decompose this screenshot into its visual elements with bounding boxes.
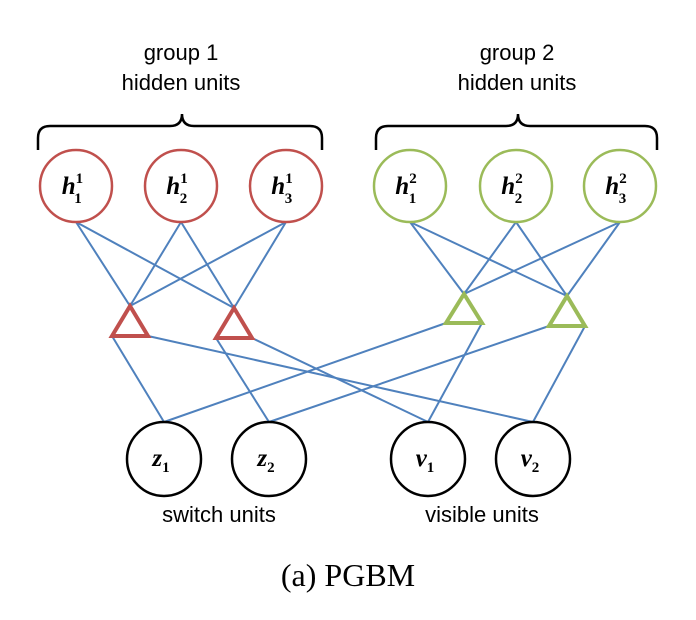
connection-line	[566, 221, 621, 297]
unit-superscript: 2	[619, 171, 627, 187]
connection-line	[111, 335, 165, 423]
switch-units-label: switch units	[162, 502, 276, 527]
hidden-unit-circle	[38, 148, 114, 224]
connection-line	[75, 221, 235, 309]
unit-base: z	[256, 445, 267, 472]
unit-subscript: 1	[162, 460, 170, 476]
connection-line	[215, 337, 270, 423]
svg-text:h22: h2 2	[501, 171, 522, 207]
svg-text:h11: h1 1	[62, 171, 83, 207]
group1-brace	[36, 113, 324, 150]
visible-units-label: visible units	[425, 502, 539, 527]
svg-text:z2: z2	[256, 445, 274, 476]
switch-unit-circle	[125, 420, 203, 498]
unit-base: v	[416, 445, 428, 472]
unit-superscript: 1	[285, 171, 293, 187]
hidden-unit-h1-1: h1 1	[38, 148, 114, 224]
group1-subtitle: hidden units	[122, 70, 241, 95]
visible-unit-v1: v1	[389, 420, 467, 498]
hidden-unit-h1-2: h1 2	[143, 148, 219, 224]
connection-line	[268, 325, 550, 423]
connection-line	[463, 221, 517, 295]
unit-superscript: 1	[76, 171, 83, 187]
connection-line	[75, 221, 131, 307]
group2-brace	[374, 113, 659, 150]
unit-subscript: 2	[180, 191, 188, 207]
group2-title: group 2	[480, 40, 555, 65]
group2-triangle-2	[545, 292, 589, 328]
unit-superscript: 1	[180, 171, 188, 187]
hidden-unit-h2-2: h2 2	[478, 148, 554, 224]
unit-subscript: 1	[74, 191, 82, 207]
connection-line	[409, 221, 465, 295]
unit-subscript: 3	[619, 191, 627, 207]
unit-subscript: 1	[427, 460, 435, 476]
figure-caption: (a) PGBM	[281, 557, 415, 593]
unit-base: h	[605, 173, 619, 200]
group1-triangle-2	[212, 304, 256, 340]
visible-unit-circle	[494, 420, 572, 498]
svg-text:v1: v1	[416, 445, 435, 476]
unit-base: z	[151, 445, 162, 472]
hidden-unit-h2-3: h2 3	[582, 148, 658, 224]
unit-subscript: 3	[285, 191, 293, 207]
hidden-unit-circle	[143, 148, 219, 224]
group2-subtitle: hidden units	[458, 70, 577, 95]
hidden-unit-circle	[372, 148, 448, 224]
hidden-unit-h2-1: h2 1	[372, 148, 448, 224]
unit-subscript: 2	[532, 460, 540, 476]
switch-unit-z2: z2	[230, 420, 308, 498]
connection-line	[532, 325, 586, 423]
svg-text:v2: v2	[521, 445, 540, 476]
svg-text:h23: h2 3	[605, 171, 626, 207]
group2-triangle-1	[442, 290, 486, 325]
group1-title: group 1	[144, 40, 219, 65]
connection-line	[163, 322, 447, 423]
connection-line	[427, 322, 483, 423]
unit-subscript: 2	[515, 191, 523, 207]
connection-line	[409, 221, 568, 297]
unit-base: h	[271, 173, 285, 200]
hidden-unit-circle	[478, 148, 554, 224]
unit-base: h	[166, 173, 180, 200]
switch-unit-z1: z1	[125, 420, 203, 498]
svg-text:h12: h1 2	[166, 171, 187, 207]
svg-text:h21: h2 1	[395, 171, 416, 207]
connection-line	[233, 221, 287, 309]
unit-base: h	[395, 173, 409, 200]
hidden-unit-circle	[582, 148, 658, 224]
unit-base: h	[62, 173, 76, 200]
visible-unit-v2: v2	[494, 420, 572, 498]
hidden-unit-circle	[248, 148, 324, 224]
connection-line	[180, 221, 235, 309]
unit-subscript: 1	[409, 191, 417, 207]
group1-triangle-1	[108, 302, 152, 338]
svg-text:h13: h1 3	[271, 171, 292, 207]
unit-superscript: 2	[409, 171, 417, 187]
unit-subscript: 2	[267, 460, 275, 476]
connection-line	[129, 221, 182, 307]
hidden-unit-h1-3: h1 3	[248, 148, 324, 224]
switch-unit-circle	[230, 420, 308, 498]
connection-line	[515, 221, 568, 297]
unit-base: v	[521, 445, 533, 472]
connection-line	[147, 335, 534, 423]
connection-line	[251, 337, 429, 423]
unit-superscript: 2	[515, 171, 523, 187]
svg-text:z1: z1	[151, 445, 169, 476]
connection-lines	[75, 221, 621, 423]
visible-unit-circle	[389, 420, 467, 498]
unit-base: h	[501, 173, 515, 200]
